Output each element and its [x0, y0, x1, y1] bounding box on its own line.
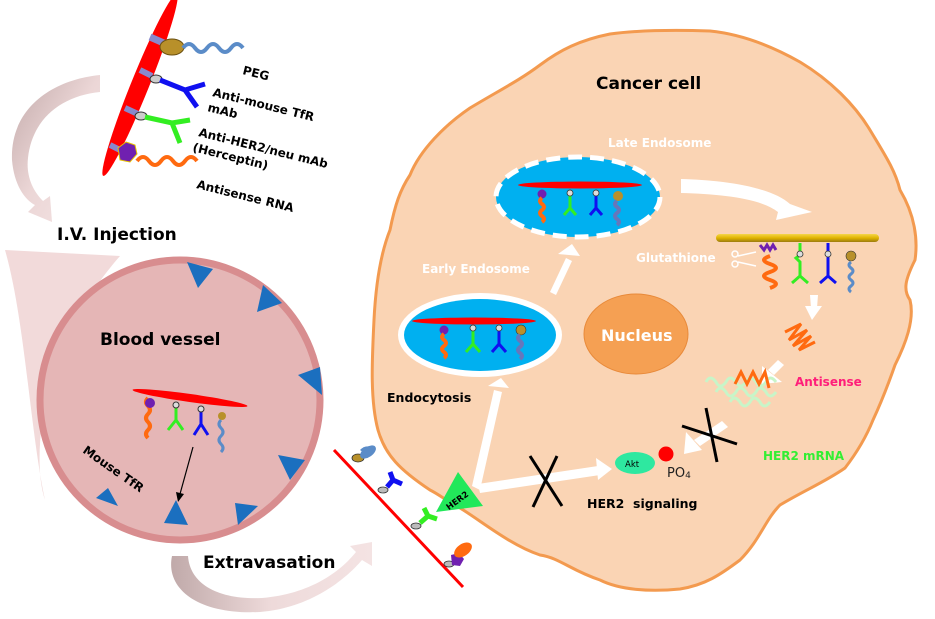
early-to-late-arrow — [550, 244, 580, 295]
her2-mrna — [704, 376, 778, 408]
extravasation-arrow — [171, 542, 372, 613]
liposome-rod — [102, 0, 178, 176]
blood-vessel-label: Blood vessel — [100, 330, 220, 350]
akt-label: Akt — [625, 460, 640, 470]
release-arrow — [805, 295, 822, 320]
tfr-receptor — [235, 503, 258, 525]
phosphate-label: PO4 — [667, 466, 691, 481]
antisense-label: Antisense — [795, 375, 862, 389]
early-endosome — [398, 293, 562, 377]
vessel-nanocomplex — [132, 389, 248, 454]
nanocomplex-legend — [102, 0, 245, 176]
legend-antisense-label: Antisense RNA — [195, 177, 296, 215]
iv-injection-arrow — [11, 75, 100, 222]
nucleus — [583, 293, 689, 375]
bound-antisense — [733, 367, 771, 389]
her2-signaling-label: HER2 signaling — [587, 496, 697, 511]
early-endosome-label: Early Endosome — [422, 262, 530, 276]
nucleus-label: Nucleus — [601, 326, 673, 345]
blood-vessel: Blood vessel Mouse TfR — [36, 256, 324, 544]
peg-conjugate — [148, 33, 245, 56]
glutathione-complex — [716, 234, 879, 294]
antisense-rna-conjugate — [108, 141, 199, 167]
akt-protein — [615, 452, 655, 474]
phosphate-group — [658, 446, 674, 462]
late-endosome-label: Late Endosome — [608, 136, 711, 150]
late-to-glutathione-arrow — [681, 179, 812, 220]
block-cross-icon — [681, 407, 738, 463]
tfr-receptor — [164, 500, 188, 525]
endocytosis-arrow — [472, 378, 612, 493]
extravasation-label: Extravasation — [203, 553, 335, 573]
mouse-tfr-receptors — [96, 262, 322, 525]
scissors-icon — [731, 250, 757, 268]
released-antisense — [784, 322, 816, 352]
membrane-nanocomplex — [332, 445, 472, 589]
anti-tfr-mab — [138, 67, 206, 109]
tfr-receptor — [298, 367, 322, 395]
tfr-receptor — [96, 488, 118, 506]
tfr-receptor — [187, 262, 213, 288]
signaling-block-cross-icon — [528, 455, 564, 508]
binding-arrow — [179, 446, 194, 495]
late-endosome — [493, 154, 663, 240]
iv-injection-label: I.V. Injection — [57, 225, 177, 245]
tfr-receptor — [278, 455, 305, 480]
her2-mrna-label: HER2 mRNA — [763, 449, 845, 463]
cancer-cell-label: Cancer cell — [596, 74, 701, 94]
legend-peg-label: PEG — [241, 63, 270, 83]
phosphate-subscript: 4 — [685, 471, 691, 481]
glutathione-label: Glutathione — [636, 251, 716, 265]
anti-her2-mab — [123, 105, 191, 144]
binding-arrowhead — [176, 492, 184, 502]
endocytosis-label: Endocytosis — [387, 390, 471, 405]
tfr-receptor — [257, 285, 282, 312]
her2-receptor — [436, 472, 483, 512]
injection-funnel — [5, 250, 120, 500]
